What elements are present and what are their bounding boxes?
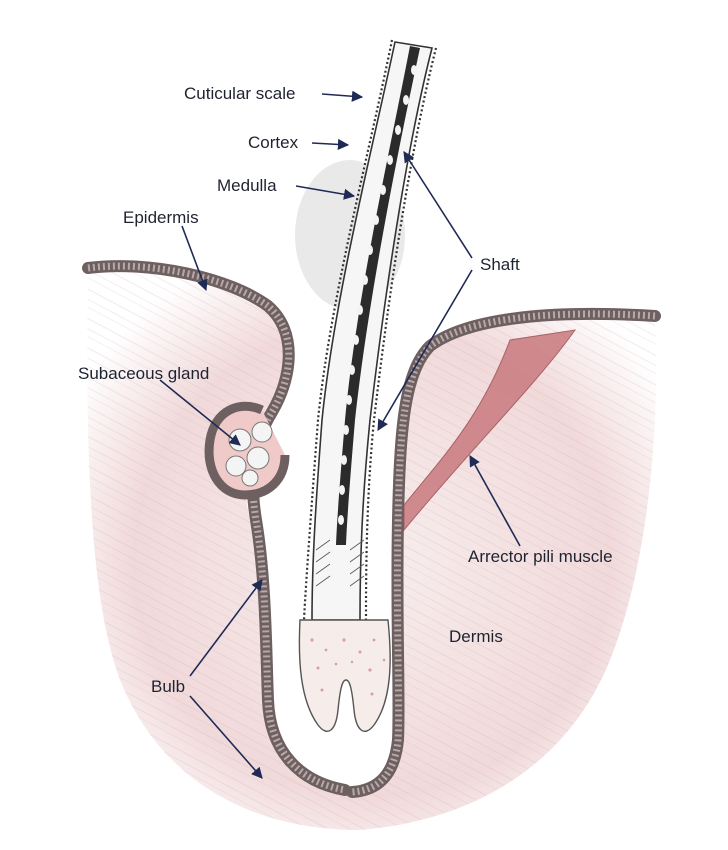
hair-bulb	[298, 619, 391, 732]
leader-lines	[159, 90, 521, 779]
label-medulla: Medulla	[217, 176, 277, 195]
label-dermis: Dermis	[449, 627, 503, 646]
label-subaceous-gland: Subaceous gland	[78, 364, 209, 383]
label-bulb: Bulb	[151, 677, 185, 696]
label-cuticular-scale: Cuticular scale	[184, 84, 296, 103]
label-arrector-pili-muscle: Arrector pili muscle	[468, 547, 613, 566]
label-cortex: Cortex	[248, 133, 299, 152]
label-shaft: Shaft	[480, 255, 520, 274]
label-epidermis: Epidermis	[123, 208, 199, 227]
arrector-pili-muscle	[403, 329, 577, 532]
